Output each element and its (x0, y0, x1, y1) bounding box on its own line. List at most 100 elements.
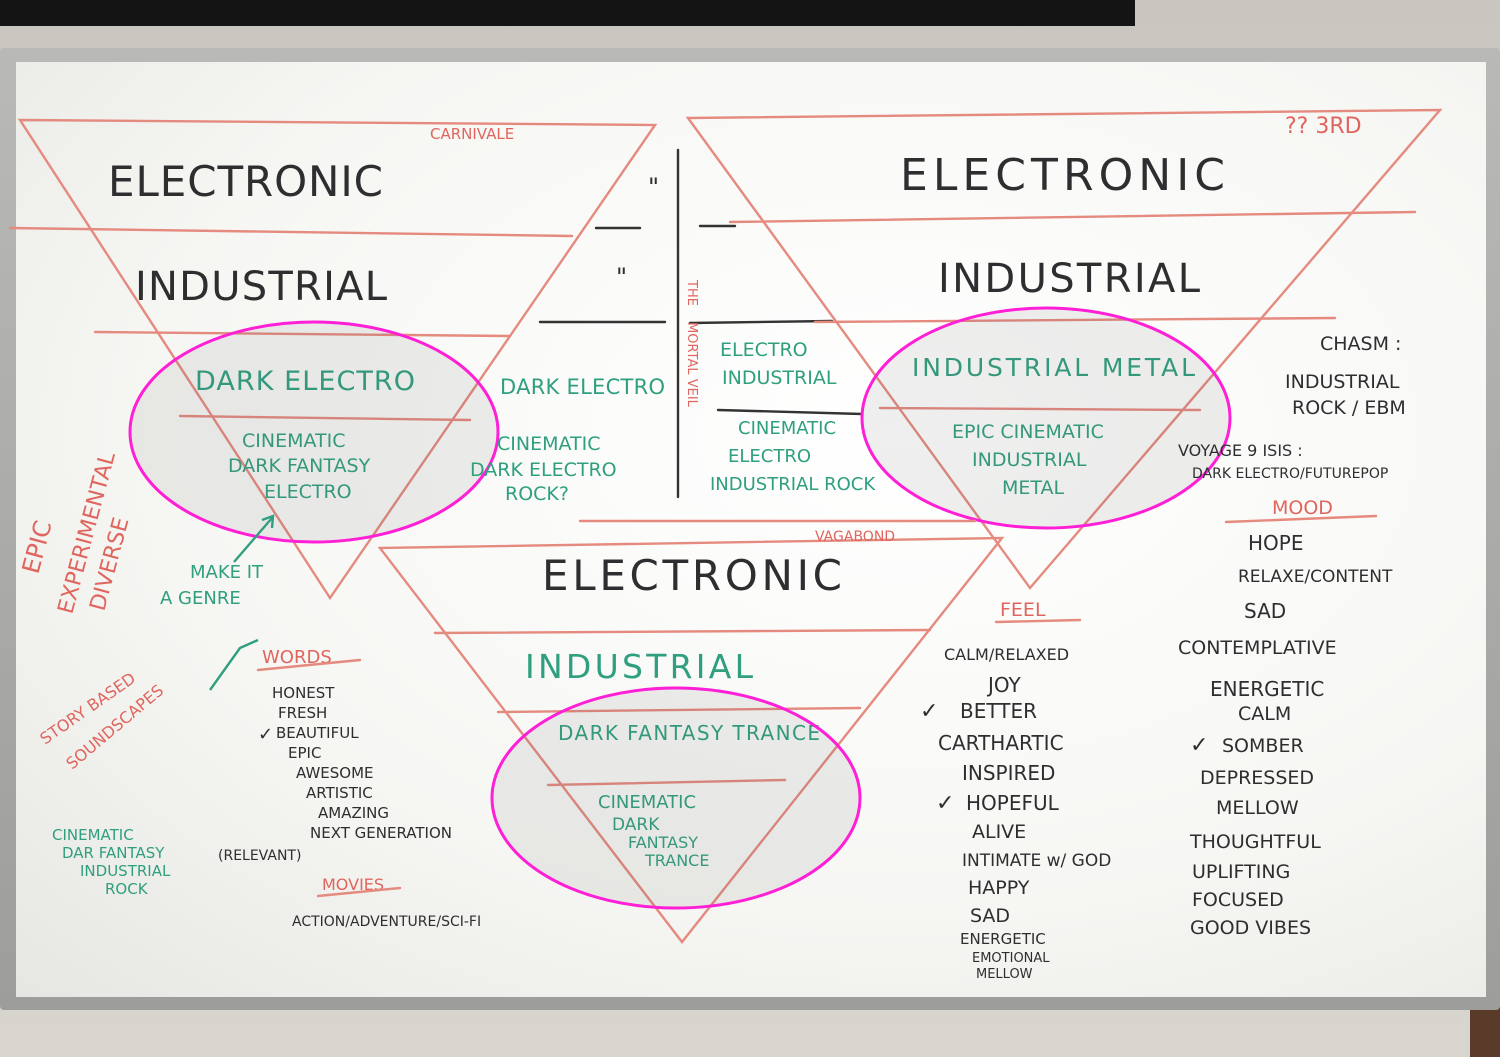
middle-right-sub1: CINEMATIC (738, 418, 836, 439)
word-amazing: AMAZING (318, 804, 389, 822)
cdfir-line4: ROCK (105, 880, 149, 898)
marker-stroke (728, 210, 1417, 224)
bottom-tier4-line4: TRANCE (644, 851, 709, 870)
mood-item-3: CONTEMPLATIVE (1178, 637, 1337, 659)
feel-heading: FEEL (1000, 599, 1046, 621)
mood-list: MOOD HOPE RELAXE/CONTENT SAD CONTEMPLATI… (1178, 497, 1393, 939)
feel-item-1: JOY (986, 673, 1022, 697)
chasm-line1: INDUSTRIAL (1285, 371, 1400, 393)
vagabond-label: VAGABOND (815, 529, 895, 545)
word-epic: EPIC (288, 744, 321, 762)
chasm-line2: ROCK / EBM (1292, 397, 1406, 419)
marker-stroke (685, 108, 1443, 590)
cdfir-line1: CINEMATIC (52, 826, 134, 844)
mood-item-2: SAD (1244, 599, 1286, 623)
mood-item-8: MELLOW (1216, 797, 1299, 819)
middle-right-item1: ELECTRO (720, 339, 808, 361)
cdfir-line2: DAR FANTASY (62, 844, 165, 862)
feel-item-12: MELLOW (976, 967, 1033, 982)
words-list: WORDS HONEST FRESH ✓ BEAUTIFUL EPIC AWES… (218, 647, 481, 930)
bottom-tier4-line1: CINEMATIC (598, 792, 696, 813)
middle-right-item2: INDUSTRIAL (722, 367, 837, 389)
word-fresh: FRESH (278, 704, 327, 722)
mood-item-0: HOPE (1248, 531, 1303, 555)
marker-stroke (716, 408, 864, 416)
mood-item-9: THOUGHTFUL (1189, 831, 1321, 853)
mood-item-10: UPLIFTING (1192, 861, 1290, 883)
right-industrial-metal: INDUSTRIAL METAL (912, 353, 1195, 382)
left-industrial: INDUSTRIAL (135, 264, 388, 310)
marker-stroke (496, 706, 862, 714)
bottom-electronic: ELECTRONIC (542, 551, 842, 600)
word-relevant: (RELEVANT) (218, 848, 301, 864)
rotated-note-group: THE MORTAL VEIL (684, 279, 699, 408)
left-tier4-line3: ELECTRO (264, 481, 352, 503)
cdfir-line3: INDUSTRIAL (80, 862, 171, 880)
right-highlight-ellipse (860, 306, 1232, 530)
right-electronic: ELECTRONIC (900, 150, 1225, 201)
middle-list: " " DARK ELECTRO CINEMATIC DARK ELECTRO … (470, 148, 876, 505)
bottom-dark-fantasy-trance: DARK FANTASY TRANCE (558, 721, 820, 745)
mood-check: ✓ (1190, 733, 1208, 758)
feel-check-2: ✓ (936, 791, 954, 816)
left-highlight-ellipse (128, 320, 500, 544)
mood-item-5: CALM (1238, 703, 1291, 725)
epic-note: EPIC (17, 518, 58, 577)
mood-item-4: ENERGETIC (1210, 677, 1324, 701)
tv-bottom-edge (0, 0, 1135, 26)
word-artistic: ARTISTIC (306, 784, 373, 802)
chasm-label: CHASM : (1320, 333, 1401, 355)
mood-item-12: GOOD VIBES (1190, 917, 1311, 939)
make-genre-arrow (233, 517, 273, 563)
marker-stroke (178, 414, 472, 422)
feel-item-3: CARTHARTIC (938, 731, 1064, 755)
feel-item-10: ENERGETIC (960, 930, 1046, 948)
third-label: ?? 3RD (1285, 114, 1362, 139)
right-tier4-line3: METAL (1002, 477, 1065, 499)
chasm-notes: CHASM : INDUSTRIAL ROCK / EBM VOYAGE 9 I… (1178, 333, 1406, 482)
make-genre-line2: A GENRE (160, 588, 241, 609)
rotated-note-group: EPIC (17, 518, 58, 577)
left-dark-electro: DARK ELECTRO (195, 366, 415, 397)
feel-item-8: HAPPY (968, 877, 1030, 899)
mood-item-7: DEPRESSED (1200, 767, 1314, 789)
bottom-tier4-line2: DARK (612, 815, 660, 835)
mood-heading: MOOD (1272, 497, 1333, 519)
bottom-triangle: VAGABOND ELECTRONIC INDUSTRIAL DARK FANT… (377, 519, 1005, 944)
word-honest: HONEST (272, 684, 335, 702)
marker-stroke (433, 628, 932, 635)
feel-item-4: INSPIRED (962, 761, 1055, 785)
right-industrial: INDUSTRIAL (938, 256, 1201, 302)
feel-check-1: ✓ (920, 699, 938, 724)
marker-stroke (546, 778, 787, 787)
feel-item-5: HOPEFUL (966, 791, 1060, 815)
marker-stroke (377, 536, 1005, 944)
mortal-veil-the: THE (684, 279, 699, 306)
marker-stroke (1224, 514, 1378, 524)
middle-dark-electro: DARK ELECTRO (500, 375, 665, 399)
mood-item-11: FOCUSED (1192, 889, 1284, 911)
checkmark-stroke (209, 638, 259, 691)
marker-stroke (256, 658, 362, 672)
feel-item-11: EMOTIONAL (972, 951, 1050, 966)
marker-stroke (316, 886, 402, 898)
word-next-generation: NEXT GENERATION (310, 824, 452, 842)
ditto-mark-2: " (616, 263, 627, 291)
feel-item-6: ALIVE (972, 821, 1026, 843)
marker-stroke (688, 319, 834, 325)
left-electronic: ELECTRONIC (108, 157, 383, 206)
middle-left-sub3: ROCK? (505, 483, 569, 505)
carnivale-label: CARNIVALE (430, 125, 514, 143)
mortal-veil-label: MORTAL VEIL (684, 322, 699, 408)
make-genre-line1: MAKE IT (190, 562, 264, 583)
bottom-highlight-ellipse (490, 686, 862, 910)
word-awesome: AWESOME (296, 764, 374, 782)
bottom-tier4-line3: FANTASY (628, 833, 698, 852)
middle-left-sub1: CINEMATIC (497, 433, 600, 455)
marker-stroke (93, 330, 512, 338)
arrow-head-icon (261, 514, 275, 529)
bottom-industrial: INDUSTRIAL (525, 647, 754, 686)
middle-left-sub2: DARK ELECTRO (470, 459, 617, 481)
feel-item-9: SAD (970, 905, 1010, 927)
